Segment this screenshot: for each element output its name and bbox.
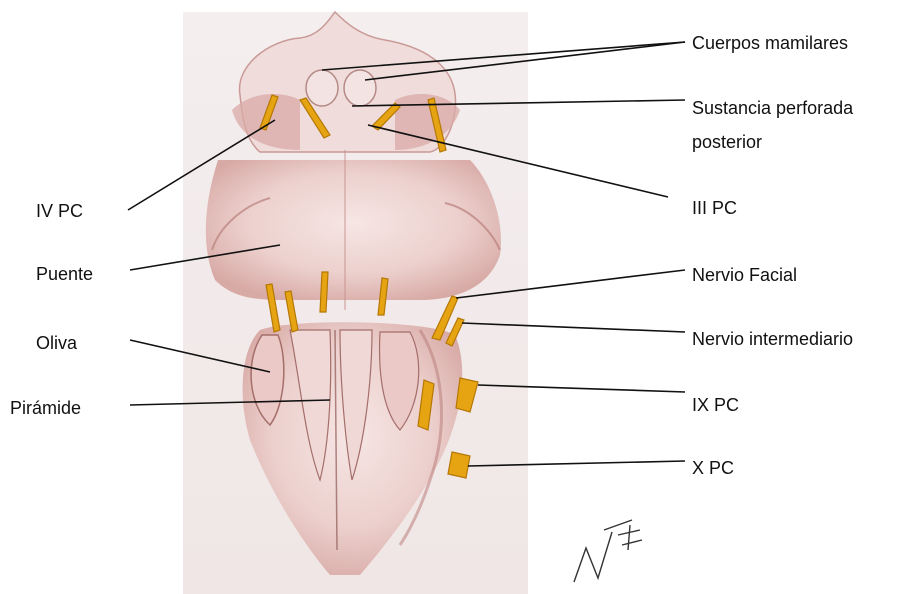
label-nervio-facial: Nervio Facial xyxy=(692,264,797,286)
label-puente: Puente xyxy=(36,263,93,285)
mammillary-body-right xyxy=(344,70,376,106)
label-iv-pc: IV PC xyxy=(36,200,83,222)
artist-signature xyxy=(574,520,642,582)
label-iii-pc: III PC xyxy=(692,197,737,219)
label-x-pc: X PC xyxy=(692,457,734,479)
label-nervio-intermediario: Nervio intermediario xyxy=(692,328,853,350)
label-ix-pc: IX PC xyxy=(692,394,739,416)
pons xyxy=(206,160,501,300)
label-cuerpos-mamilares: Cuerpos mamilares xyxy=(692,32,848,54)
label-piramide: Pirámide xyxy=(10,397,81,419)
mammillary-body-left xyxy=(306,70,338,106)
vagus-nerve xyxy=(448,452,470,478)
label-oliva: Oliva xyxy=(36,332,77,354)
nerve-vi-mid-left xyxy=(320,272,328,312)
label-sustancia-perforada: Sustancia perforada xyxy=(692,97,853,119)
label-sustancia-posterior: posterior xyxy=(692,131,762,153)
